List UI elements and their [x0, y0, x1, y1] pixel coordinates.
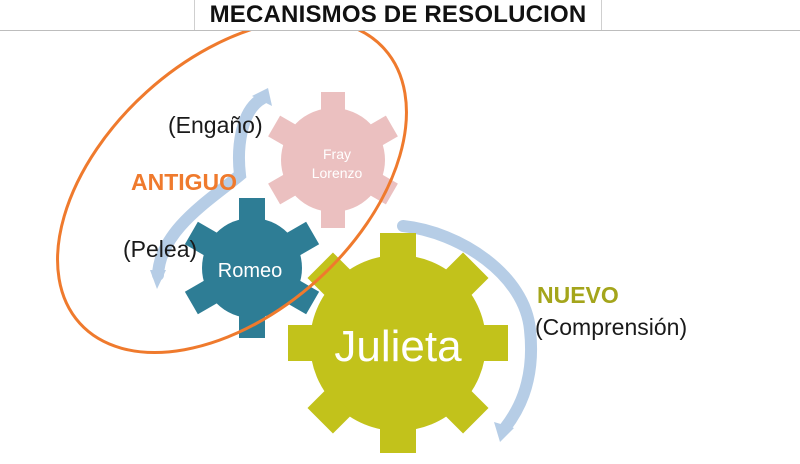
arrow-head-right-icon — [494, 422, 514, 442]
gear-icon — [184, 198, 320, 338]
gear-icon — [268, 92, 398, 228]
label-pelea: (Pelea) — [123, 236, 197, 262]
gear-julieta: Julieta — [288, 233, 508, 453]
gear-label-romeo: Romeo — [218, 260, 282, 282]
gear-label-julieta: Julieta — [334, 322, 462, 371]
curved-arrow-icon — [397, 220, 537, 434]
title-box: MECANISMOS DE RESOLUCION — [194, 0, 602, 30]
arrow-head-bottom-icon — [150, 270, 166, 289]
arrow-head-top-icon — [252, 88, 272, 106]
gear-fray-lorenzo: Fray Lorenzo — [268, 92, 398, 228]
label-antiguo: ANTIGUO — [131, 169, 237, 195]
gear-label-fray: Fray — [323, 146, 351, 162]
label-comprension: (Comprensión) — [535, 314, 687, 340]
curved-arrow-icon — [152, 92, 269, 281]
old-mechanism-ellipse — [56, 31, 408, 355]
gear-label-lorenzo: Lorenzo — [312, 165, 363, 181]
page-title: MECANISMOS DE RESOLUCION — [209, 1, 587, 28]
title-bar: MECANISMOS DE RESOLUCION — [0, 0, 800, 31]
label-nuevo: NUEVO — [537, 282, 619, 308]
gear-icon — [288, 233, 508, 453]
resolution-diagram: Fray Lorenzo Romeo — [56, 31, 687, 453]
gear-romeo: Romeo — [184, 198, 320, 338]
label-engano: (Engaño) — [168, 112, 263, 138]
title-divider — [0, 30, 800, 31]
